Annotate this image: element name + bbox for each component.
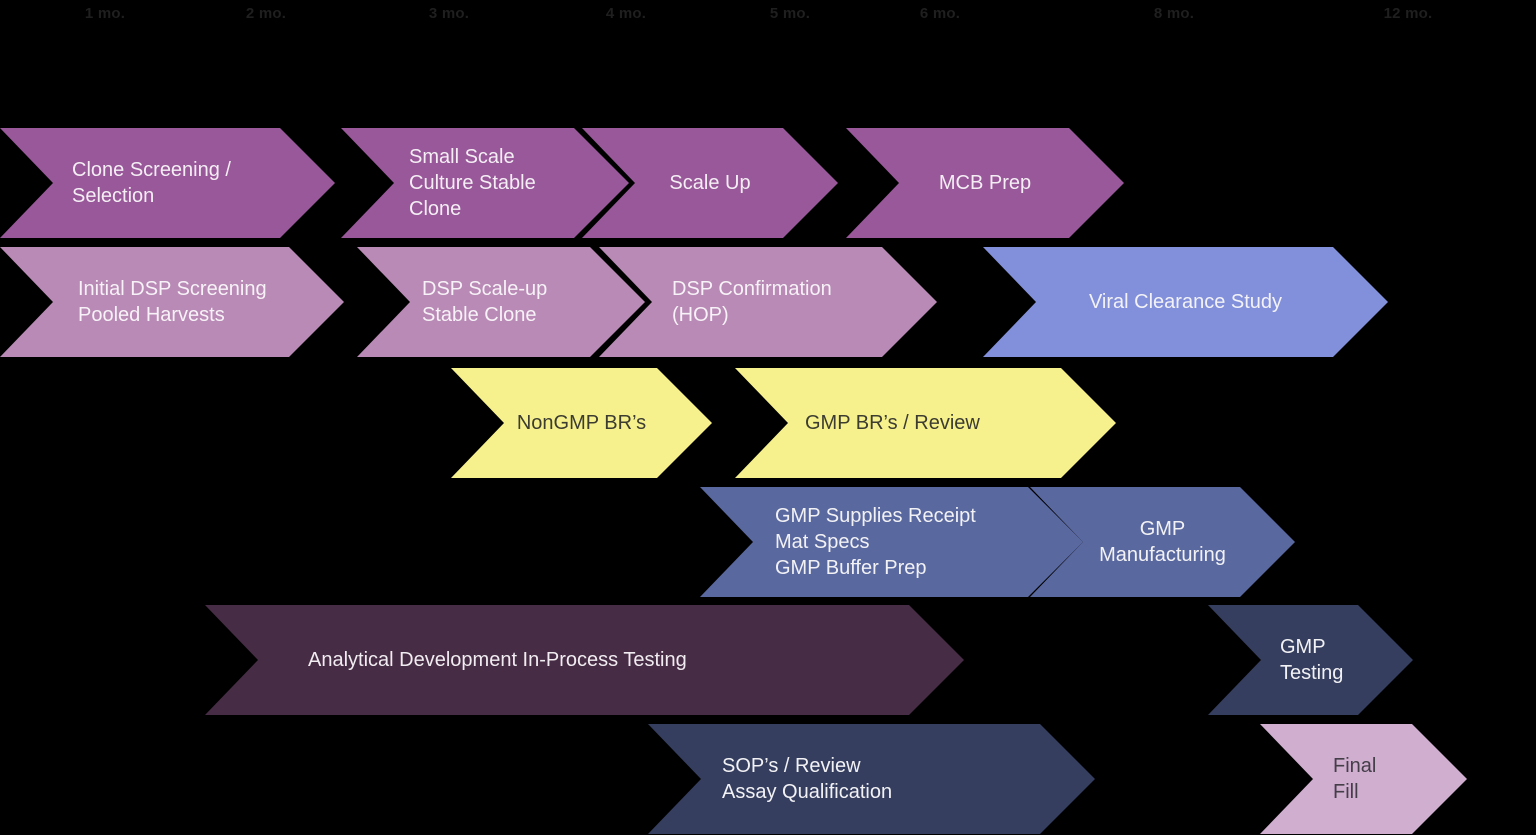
arrow-label-line: Clone Screening /	[72, 159, 231, 181]
arrow-label-line: (HOP)	[672, 304, 729, 326]
arrow-gmp-brs-review: GMP BR’s / Review	[735, 368, 1116, 478]
arrow-label-line: GMP BR’s / Review	[805, 412, 980, 434]
arrow-nongmp-brs: NonGMP BR’s	[451, 368, 712, 478]
arrow-label-line: GMP Supplies Receipt	[775, 505, 976, 527]
arrow-label-line: Manufacturing	[1099, 544, 1226, 566]
month-label-4: 4 mo.	[605, 5, 647, 22]
arrow-label-line: Viral Clearance Study	[1088, 291, 1283, 313]
arrow-label-line: GMP	[1139, 518, 1186, 540]
arrow-label-line: Testing	[1280, 662, 1344, 684]
month-label-7: 8 mo.	[1153, 5, 1195, 22]
month-label-5: 5 mo.	[769, 5, 811, 22]
arrow-label-line: Initial DSP Screening	[78, 278, 267, 300]
arrow-clone-screening-selection: Clone Screening / Selection	[0, 128, 335, 238]
arrow-label-line: Scale Up	[669, 172, 751, 194]
arrow-viral-clearance-study: Viral Clearance Study	[983, 247, 1388, 357]
month-label-1: 1 mo.	[84, 5, 126, 22]
arrow-label-line: Culture Stable	[409, 172, 536, 194]
arrow-label-line: Selection	[72, 185, 155, 207]
arrow-label-line: GMP Buffer Prep	[775, 557, 927, 579]
arrow-label-line: DSP Scale-up	[422, 278, 548, 300]
month-label-2: 2 mo.	[245, 5, 287, 22]
arrow-gmp-testing: GMP Testing	[1208, 605, 1413, 715]
month-label-3: 3 mo.	[428, 5, 470, 22]
arrow-label-line: GMP	[1280, 636, 1326, 658]
arrow-label-line: DSP Confirmation	[672, 278, 832, 300]
arrow-label-line: Small Scale	[409, 146, 515, 168]
arrow-label-line: MCB Prep	[938, 172, 1032, 194]
month-label-8: 12 mo.	[1383, 5, 1433, 22]
arrow-mcb-prep: MCB Prep	[846, 128, 1124, 238]
arrow-label-line: Fill	[1333, 781, 1359, 803]
arrow-label-line: Clone	[409, 198, 462, 220]
arrow-label-line: Mat Specs	[775, 531, 870, 553]
arrow-label-line: NonGMP BR’s	[516, 412, 647, 434]
arrow-label-line: Analytical Development In-Process Testin…	[308, 649, 687, 671]
arrow-label-line: SOP’s / Review	[722, 755, 861, 777]
arrow-dsp-confirmation-hop: DSP Confirmation (HOP)	[599, 247, 937, 357]
arrow-analytical-development: Analytical Development In-Process Testin…	[205, 605, 964, 715]
arrow-label-line: Assay Qualification	[722, 781, 893, 803]
arrow-label-line: Stable Clone	[422, 304, 537, 326]
month-label-6: 6 mo.	[919, 5, 961, 22]
arrow-label-line: Final	[1333, 755, 1377, 777]
arrow-label-line: Pooled Harvests	[78, 304, 225, 326]
